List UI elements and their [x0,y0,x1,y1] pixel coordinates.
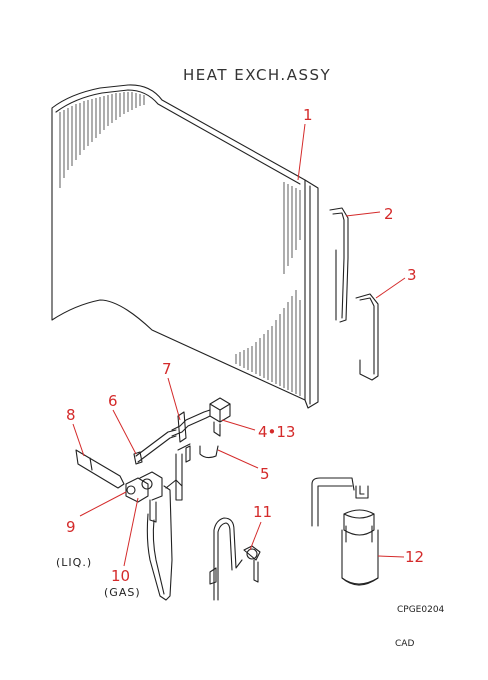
callout-3: 3 [407,266,417,284]
callout-leaders [72,123,406,567]
caption-gas: (GAS) [104,586,141,599]
capillary-pipe-part-11 [209,517,261,601]
callout-2: 2 [384,205,394,223]
callout-8: 8 [66,406,76,424]
callout-10: 10 [111,567,130,585]
valve-piping-assembly [75,397,231,601]
callout-12: 12 [405,548,424,566]
bracket-part-2 [329,207,349,323]
cad-label: CAD [395,639,414,649]
callout-1: 1 [303,106,313,124]
bracket-part-3 [355,293,379,381]
callout-11: 11 [253,503,272,521]
drawing-code: CPGE0204 [397,605,445,615]
diagram-title: HEAT EXCH.ASSY [183,66,331,84]
heat-exchanger-coil [51,84,319,409]
callout-4-13: 4•13 [258,423,295,441]
accumulator-part-12 [311,477,379,586]
callout-9: 9 [66,518,76,536]
caption-liquid: (LIQ.) [56,556,92,569]
callout-7: 7 [162,360,172,378]
callout-5: 5 [260,465,270,483]
callout-6: 6 [108,392,118,410]
